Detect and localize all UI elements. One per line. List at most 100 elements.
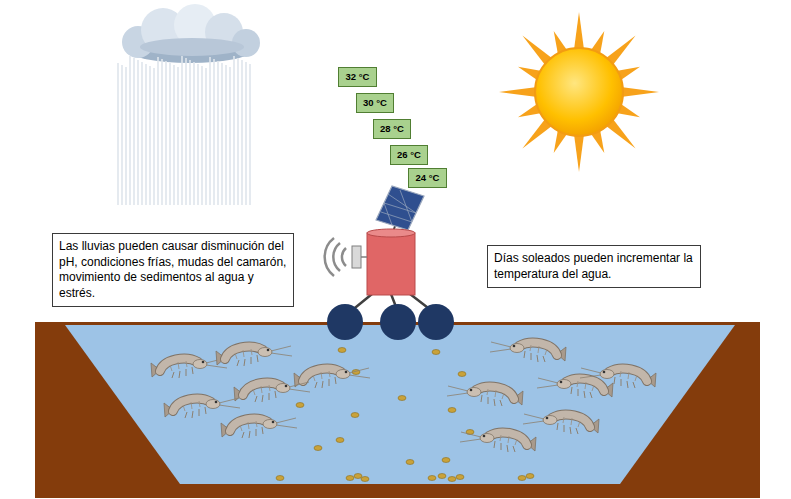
shrimp-group (151, 358, 227, 378)
sun-ray (522, 35, 551, 64)
feed-pellets (406, 460, 414, 465)
rain-line (225, 65, 227, 205)
rain-line (117, 63, 119, 205)
rain-cloud (122, 4, 260, 63)
rain-line (161, 59, 163, 205)
shrimp-group (234, 382, 310, 402)
sun (535, 48, 623, 136)
rain-line (213, 59, 215, 205)
shrimp-group (294, 368, 370, 388)
monitoring-buoy (380, 304, 416, 340)
rain-line (229, 67, 231, 205)
rain-line (193, 62, 195, 205)
feed-pellets (456, 475, 464, 480)
temperature-tag: 30 °C (356, 93, 394, 113)
rain-line (173, 65, 175, 205)
sun-ray (499, 87, 535, 97)
feed-pellets (346, 476, 354, 481)
temperature-tag: 24 °C (408, 168, 447, 188)
rain-line (249, 64, 251, 205)
temperature-tag: 32 °C (338, 67, 377, 87)
shrimp-group (151, 342, 656, 452)
shrimp-group (460, 432, 536, 452)
rain-line (209, 57, 211, 205)
feed-pellets (276, 348, 534, 482)
rain-line (233, 56, 235, 205)
rain-line (129, 56, 131, 205)
shrimp-group (221, 418, 297, 438)
note-box: Días soleados pueden incrementar la temp… (487, 245, 701, 288)
rain-line (221, 63, 223, 205)
node-text: 24 °C (416, 172, 440, 184)
feed-pellets (448, 477, 456, 482)
monitoring-buoy (325, 238, 346, 276)
feed-pellets (448, 408, 456, 413)
rain-line (185, 58, 187, 205)
monitoring-buoy (376, 186, 424, 230)
feed-pellets (296, 403, 304, 408)
monitoring-buoy (418, 304, 454, 340)
feed-pellets (351, 413, 359, 418)
rain-line (201, 66, 203, 205)
rain-line (237, 58, 239, 205)
rain-line (145, 64, 147, 205)
feed-pellets (354, 474, 362, 479)
feed-pellets (361, 477, 369, 482)
feed-pellets (314, 446, 322, 451)
feed-pellets (438, 474, 446, 479)
rain-line (169, 63, 171, 205)
monitoring-buoy (367, 233, 415, 295)
rain-line (181, 56, 183, 205)
sun-ray (607, 35, 636, 64)
pond-ground (35, 322, 760, 498)
rain-line (189, 60, 191, 205)
rain-line (177, 67, 179, 205)
feed-pellets (526, 474, 534, 479)
note-box: Las lluvias pueden causar disminución de… (52, 233, 294, 307)
feed-pellets (428, 476, 436, 481)
feed-pellets (458, 372, 466, 377)
pond-water (65, 325, 735, 484)
feed-pellets (276, 476, 284, 481)
feed-pellets (398, 396, 406, 401)
sun-ray (607, 120, 636, 149)
shrimp-group (580, 368, 656, 388)
sun-ray (574, 136, 584, 172)
shrimp-group (537, 378, 613, 398)
sun-ray (522, 120, 551, 149)
rain-line (157, 57, 159, 205)
node-text: 30 °C (363, 97, 387, 109)
temperature-tag: 26 °C (390, 145, 428, 165)
shrimp-group (216, 346, 292, 366)
monitoring-buoy (361, 256, 367, 258)
monitoring-buoy (327, 304, 363, 340)
rain-cloud (140, 38, 244, 56)
rain-line (245, 62, 247, 205)
rain-line (149, 66, 151, 205)
rain-line (153, 68, 155, 205)
feed-pellets (432, 350, 440, 355)
sun-ray (574, 12, 584, 48)
rain-line (137, 60, 139, 205)
node-text: Las lluvias pueden causar disminución de… (59, 239, 287, 301)
monitoring-buoy (352, 246, 361, 268)
monitoring-buoy (325, 186, 454, 340)
feed-pellets (336, 438, 344, 443)
shrimp-group (490, 342, 566, 362)
rain-lines (118, 56, 250, 205)
monitoring-buoy (367, 229, 415, 237)
temperature-tag: 28 °C (373, 119, 411, 139)
feed-pellets (442, 458, 450, 463)
node-text: Días soleados pueden incrementar la temp… (494, 251, 694, 282)
rain-line (165, 61, 167, 205)
feed-pellets (338, 348, 346, 353)
rain-line (197, 64, 199, 205)
rain-line (141, 62, 143, 205)
shrimp-group (523, 414, 599, 434)
rain-line (133, 58, 135, 205)
rain-line (125, 67, 127, 205)
rain-line (205, 68, 207, 205)
rain-line (121, 65, 123, 205)
sun-rays (499, 12, 659, 172)
